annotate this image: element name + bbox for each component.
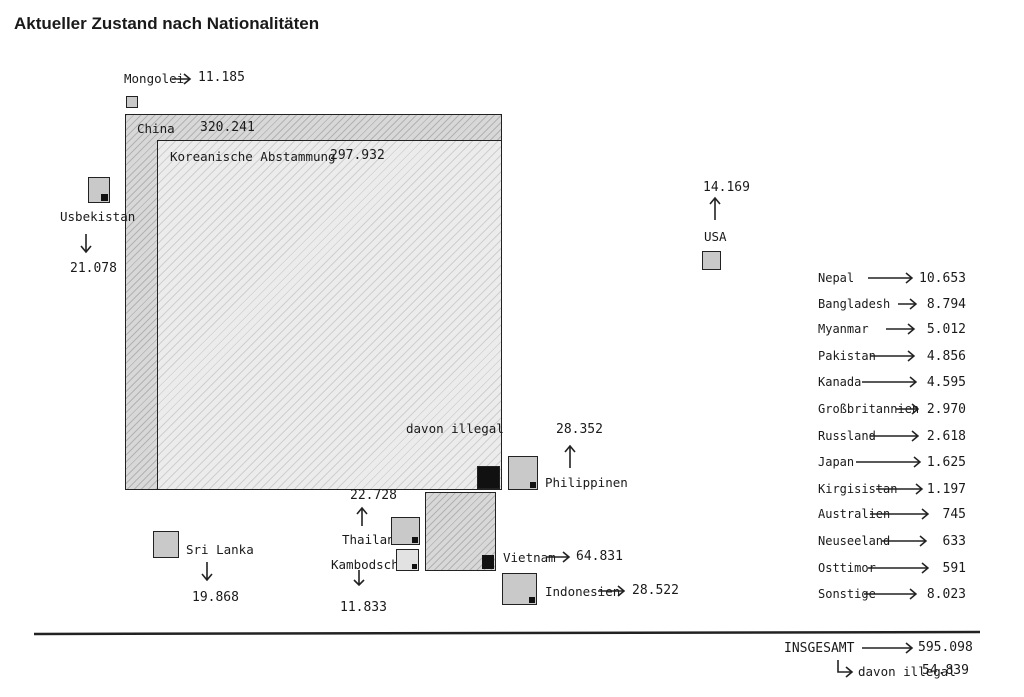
legend-name: Großbritannien xyxy=(818,402,920,416)
legend-item: Australien 745 xyxy=(818,505,966,525)
usbekistan-label: Usbekistan xyxy=(60,209,136,224)
legend-value: 8.794 xyxy=(926,297,966,312)
vietnam-value: 64.831 xyxy=(576,549,623,564)
legend-item: Großbritannien 2.970 xyxy=(818,400,966,420)
usa-label: USA xyxy=(704,229,727,244)
legend-name: Sonstige xyxy=(818,587,876,601)
legend-value: 1.625 xyxy=(926,455,966,470)
indonesien-value: 28.522 xyxy=(632,583,679,598)
srilanka-square xyxy=(153,531,179,558)
legend-name: Neuseeland xyxy=(818,534,891,548)
vietnam-label: Vietnam xyxy=(503,550,556,565)
vietnam-square xyxy=(425,492,496,571)
legend-value: 591 xyxy=(942,561,966,576)
srilanka-label: Sri Lanka xyxy=(186,542,254,557)
mongolei-square xyxy=(126,96,138,108)
legend-name: Myanmar xyxy=(818,322,869,336)
legend-value: 633 xyxy=(942,534,966,549)
srilanka-value: 19.868 xyxy=(192,590,239,605)
mongolei-value: 11.185 xyxy=(198,70,245,85)
legend-value: 745 xyxy=(942,507,966,522)
legend-item: Pakistan 4.856 xyxy=(818,347,966,367)
indonesien-square xyxy=(502,573,537,605)
usa-square xyxy=(702,251,721,270)
legend-item: Kanada 4.595 xyxy=(818,373,966,393)
mongolei-label: Mongolei xyxy=(124,71,185,86)
legend-item: Russland 2.618 xyxy=(818,427,966,447)
legend-item: Osttimor 591 xyxy=(818,559,966,579)
korea-value: 297.932 xyxy=(330,148,385,163)
china-illegal-square xyxy=(477,466,500,489)
legend-value: 1.197 xyxy=(926,482,966,497)
thailand-value: 22.728 xyxy=(350,488,397,503)
illegal-label: davon illegal xyxy=(406,421,504,436)
korea-label: Koreanische Abstammung xyxy=(170,149,336,164)
legend-name: Russland xyxy=(818,429,876,443)
legend-item: Kirgisistan 1.197 xyxy=(818,480,966,500)
indonesien-label: Indonesien xyxy=(545,584,621,599)
legend-item: Sonstige 8.023 xyxy=(818,585,966,605)
legend-name: Kanada xyxy=(818,375,862,389)
legend-name: Pakistan xyxy=(818,349,876,363)
chart-title: Aktueller Zustand nach Nationalitäten xyxy=(14,14,320,33)
usbekistan-square xyxy=(88,177,110,203)
legend-value: 4.595 xyxy=(926,375,966,390)
kambodscha-square xyxy=(396,549,419,571)
legend-value: 5.012 xyxy=(926,322,966,337)
total-illegal-label: davon illegal xyxy=(858,664,956,679)
legend-item: Neuseeland 633 xyxy=(818,532,966,552)
legend-item: Bangladesh 8.794 xyxy=(818,295,966,315)
kambodscha-label: Kambodscha xyxy=(331,557,407,572)
legend-value: 10.653 xyxy=(919,271,966,286)
legend-name: Japan xyxy=(818,455,855,469)
philippinen-value: 28.352 xyxy=(556,422,603,437)
philippinen-square xyxy=(508,456,538,490)
total-value: 595.098 xyxy=(918,640,973,655)
legend-name: Kirgisistan xyxy=(818,482,898,496)
china-label: China xyxy=(137,121,175,136)
legend-item: Japan 1.625 xyxy=(818,453,966,473)
legend-name: Osttimor xyxy=(818,561,876,575)
legend-value: 2.618 xyxy=(926,429,966,444)
usa-value: 14.169 xyxy=(703,180,750,195)
thailand-square xyxy=(391,517,420,545)
legend-name: Bangladesh xyxy=(818,297,891,311)
legend-name: Australien xyxy=(818,507,891,521)
kambodscha-value: 11.833 xyxy=(340,600,387,615)
legend-value: 4.856 xyxy=(926,349,966,364)
korea-square xyxy=(157,140,502,490)
total-label: INSGESAMT xyxy=(784,641,855,656)
legend-name: Nepal xyxy=(818,271,855,285)
legend-value: 2.970 xyxy=(926,402,966,417)
legend-value: 8.023 xyxy=(926,587,966,602)
total-illegal-value: 54.839 xyxy=(922,663,969,678)
legend-item: Nepal 10.653 xyxy=(818,269,966,289)
usbekistan-value: 21.078 xyxy=(70,261,117,276)
legend-item: Myanmar 5.012 xyxy=(818,320,966,340)
philippinen-label: Philippinen xyxy=(545,475,628,490)
china-value: 320.241 xyxy=(200,120,255,135)
thailand-label: Thailand xyxy=(342,532,403,547)
